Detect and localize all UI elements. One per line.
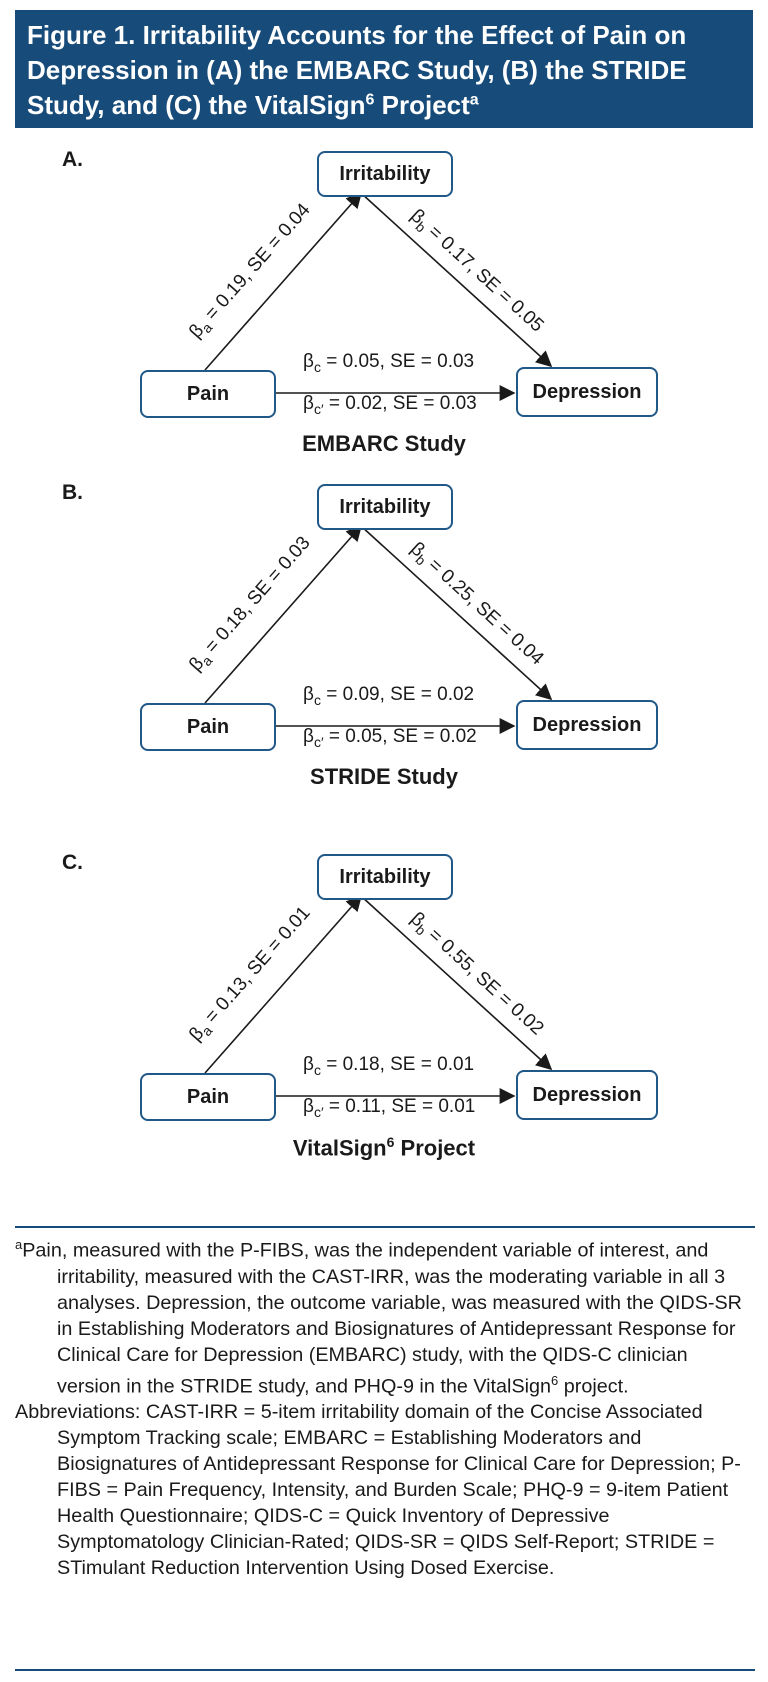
irritability-node: Irritability [317,854,453,900]
depression-node: Depression [516,1070,658,1120]
panel-letter: B. [62,481,83,504]
figure-title: Figure 1. Irritability Accounts for the … [27,20,687,120]
footnotes: aPain, measured with the P-FIBS, was the… [15,1232,755,1581]
a-path-arrow [204,191,363,371]
top-divider [15,1226,755,1228]
panel-b-arrows [204,524,553,734]
pain-node: Pain [140,1073,276,1121]
a-path-arrow [204,524,363,704]
panel-a-arrows [204,191,553,401]
b-path-arrow [360,895,553,1071]
irritability-node: Irritability [317,484,453,530]
a-path-arrow [204,894,363,1074]
c-prime-path-label: βc′ = 0.11, SE = 0.01 [303,1096,476,1120]
pain-node: Pain [140,703,276,751]
b-path-arrow [360,192,553,368]
c-prime-path-label: βc′ = 0.05, SE = 0.02 [303,726,477,750]
depression-node: Depression [516,367,658,417]
study-name: EMBARC Study [302,431,466,456]
study-name: VitalSign6 Project [292,1134,476,1161]
abbreviations-note: Abbreviations: CAST-IRR = 5-item irritab… [15,1401,741,1580]
study-name: STRIDE Study [310,764,458,789]
panel-b: B. Irritability Pain Depression βa = 0.1… [0,481,768,821]
figure-header: Figure 1. Irritability Accounts for the … [15,10,753,128]
pain-node: Pain [140,370,276,418]
c-path-label: βc = 0.05, SE = 0.03 [303,351,475,375]
panel-a: A. Irritability Pain Depression βa = 0.1… [0,148,768,488]
footnote-a: aPain, measured with the P-FIBS, was the… [15,1237,742,1398]
panel-c-arrows [204,894,553,1104]
panel-letter: A. [62,148,83,171]
irritability-node: Irritability [317,151,453,197]
c-prime-path-label: βc′ = 0.02, SE = 0.03 [303,393,477,417]
bottom-divider [15,1669,755,1671]
c-path-label: βc = 0.09, SE = 0.02 [303,684,475,708]
b-path-arrow [360,525,553,701]
panel-letter: C. [62,851,83,874]
c-path-label: βc = 0.18, SE = 0.01 [303,1054,475,1078]
panel-c: C. Irritability Pain Depression βa = 0.1… [0,851,768,1191]
depression-node: Depression [516,700,658,750]
